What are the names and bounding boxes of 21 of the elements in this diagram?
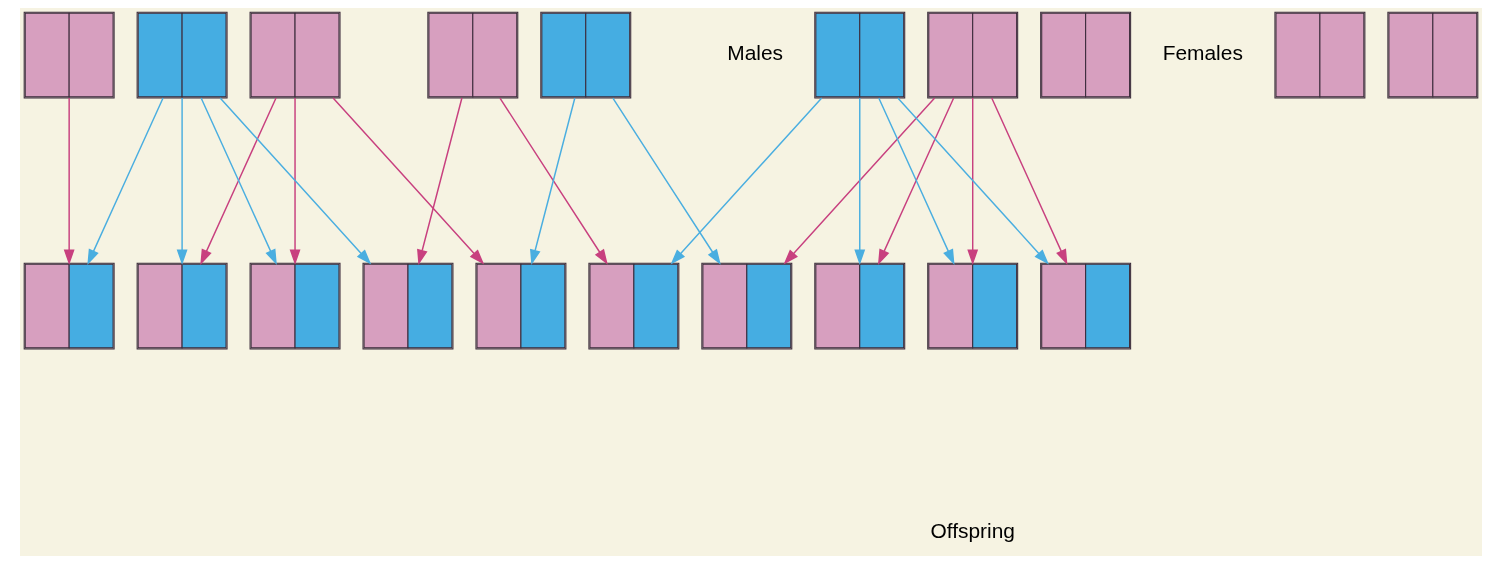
arrow xyxy=(670,97,822,265)
arrow xyxy=(611,97,721,265)
arrow xyxy=(896,97,1049,265)
arrow xyxy=(990,97,1067,265)
label: Offspring xyxy=(929,519,1015,543)
arrow xyxy=(63,97,75,266)
arrow xyxy=(529,97,576,266)
arrow xyxy=(416,97,463,266)
arrow xyxy=(966,97,978,266)
arrow xyxy=(289,97,300,266)
arrow xyxy=(199,97,277,265)
arrow xyxy=(877,97,954,265)
label: Females xyxy=(1162,41,1243,65)
arrow xyxy=(853,97,865,266)
label: Males xyxy=(726,41,783,65)
arrow xyxy=(498,97,608,265)
arrow xyxy=(331,97,484,265)
arrow xyxy=(176,97,187,266)
arrow xyxy=(218,97,371,265)
arrow xyxy=(783,97,935,265)
arrow xyxy=(86,97,164,265)
